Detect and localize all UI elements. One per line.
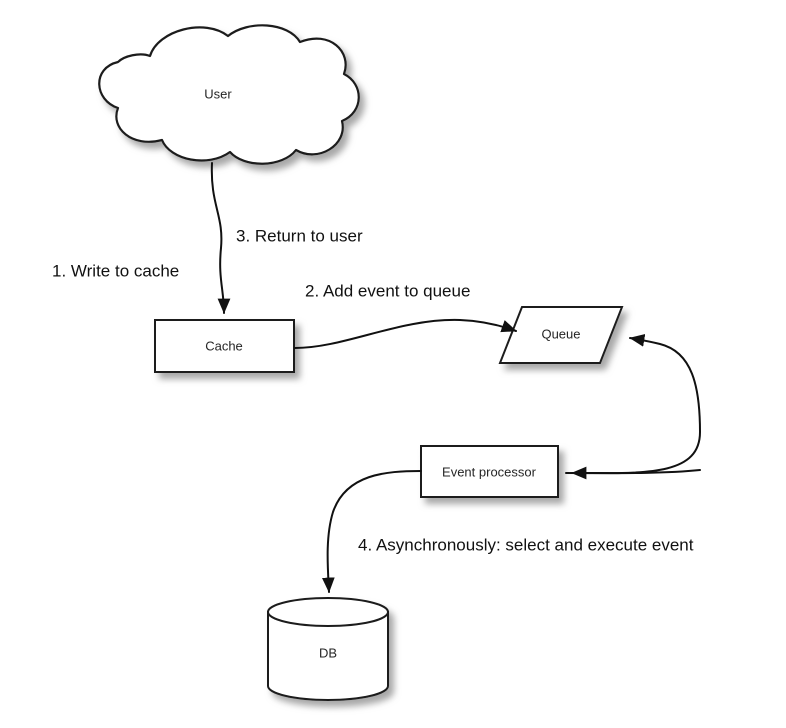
node-queue[interactable]: Queue (498, 306, 624, 364)
node-queue-label: Queue (541, 326, 580, 341)
step-label-4: 4. Asynchronously: select and execute ev… (358, 535, 694, 554)
node-db[interactable]: DB (267, 597, 389, 701)
edge-user-to-cache (210, 162, 231, 314)
step-label-3: 3. Return to user (236, 226, 363, 245)
node-cache-label: Cache (205, 338, 243, 353)
node-user-label: User (204, 86, 232, 101)
node-cache[interactable]: Cache (154, 319, 295, 373)
node-event-processor-label: Event processor (442, 464, 537, 479)
edge-event-processor-to-db (321, 470, 422, 593)
edge-cache-to-queue (294, 318, 517, 349)
node-db-label: DB (319, 645, 337, 660)
edge-event-processor-inbound (571, 466, 701, 480)
node-event-processor[interactable]: Event processor (420, 445, 559, 498)
node-user[interactable]: User (98, 24, 360, 165)
step-label-1: 1. Write to cache (52, 261, 179, 280)
step-label-2: 2. Add event to queue (305, 281, 470, 300)
